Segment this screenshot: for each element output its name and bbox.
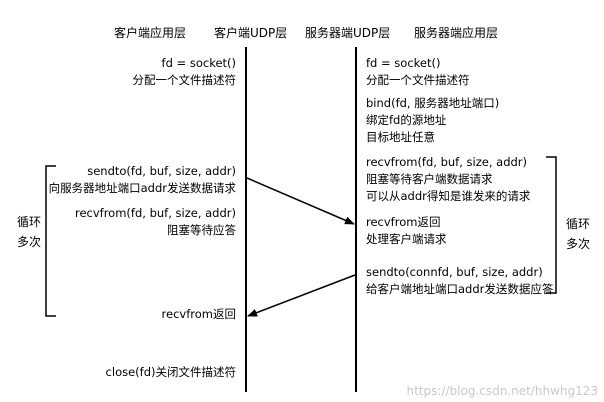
header-client-app: 客户端应用层 (114, 26, 187, 40)
server-socket-call: fd = socket() (366, 56, 441, 70)
server-loop-label: 循环 多次 (561, 214, 595, 254)
reply-arrow (247, 274, 356, 317)
client-socket-call: fd = socket() (161, 56, 236, 70)
server-socket-desc: 分配一个文件描述符 (366, 73, 470, 87)
server-recvfrom-call: recvfrom(fd, buf, size, addr) (366, 155, 528, 169)
client-loop-label-line2: 多次 (16, 235, 41, 249)
client-recvfrom-call: recvfrom(fd, buf, size, addr) (74, 206, 236, 220)
server-sendto-desc: 给客户端地址端口addr发送数据应答 (366, 282, 554, 296)
client-loop-bracket (45, 165, 56, 317)
server-bind-desc-1: 绑定fd的源地址 (366, 113, 447, 127)
client-recvfrom-return: recvfrom返回 (161, 307, 236, 321)
client-sendto-call: sendto(fd, buf, size, addr) (87, 164, 236, 178)
server-bind-call: bind(fd, 服务器地址端口) (366, 96, 500, 110)
header-server-udp: 服务器端UDP层 (305, 26, 391, 40)
server-loop-bracket (546, 156, 557, 294)
server-handle-request: 处理客户端请求 (366, 232, 447, 246)
client-socket-desc: 分配一个文件描述符 (132, 73, 237, 87)
server-recvfrom-desc-2: 可以从addr得知是谁发来的请求 (366, 189, 531, 203)
server-recvfrom-return: recvfrom返回 (366, 215, 441, 229)
request-arrow (246, 177, 355, 225)
client-sendto-desc: 向服务器地址端口addr发送数据请求 (48, 181, 236, 195)
server-loop-label-line1: 循环 (565, 217, 590, 231)
client-loop-label: 循环 多次 (12, 212, 46, 252)
watermark: https://blog.csdn.net/hhwhg123 (406, 384, 598, 398)
client-close-call: close(fd)关闭文件描述符 (105, 365, 236, 379)
server-recvfrom-desc-1: 阻塞等待客户端数据请求 (366, 172, 493, 186)
server-bind-desc-2: 目标地址任意 (366, 130, 435, 144)
header-client-udp: 客户端UDP层 (214, 26, 288, 40)
server-loop-label-line2: 多次 (565, 237, 590, 251)
client-loop-label-line1: 循环 (16, 215, 41, 229)
header-server-app: 服务器端应用层 (414, 26, 499, 40)
client-recvfrom-desc: 阻塞等待应答 (167, 223, 236, 237)
server-sendto-call: sendto(connfd, buf, size, addr) (366, 265, 543, 279)
